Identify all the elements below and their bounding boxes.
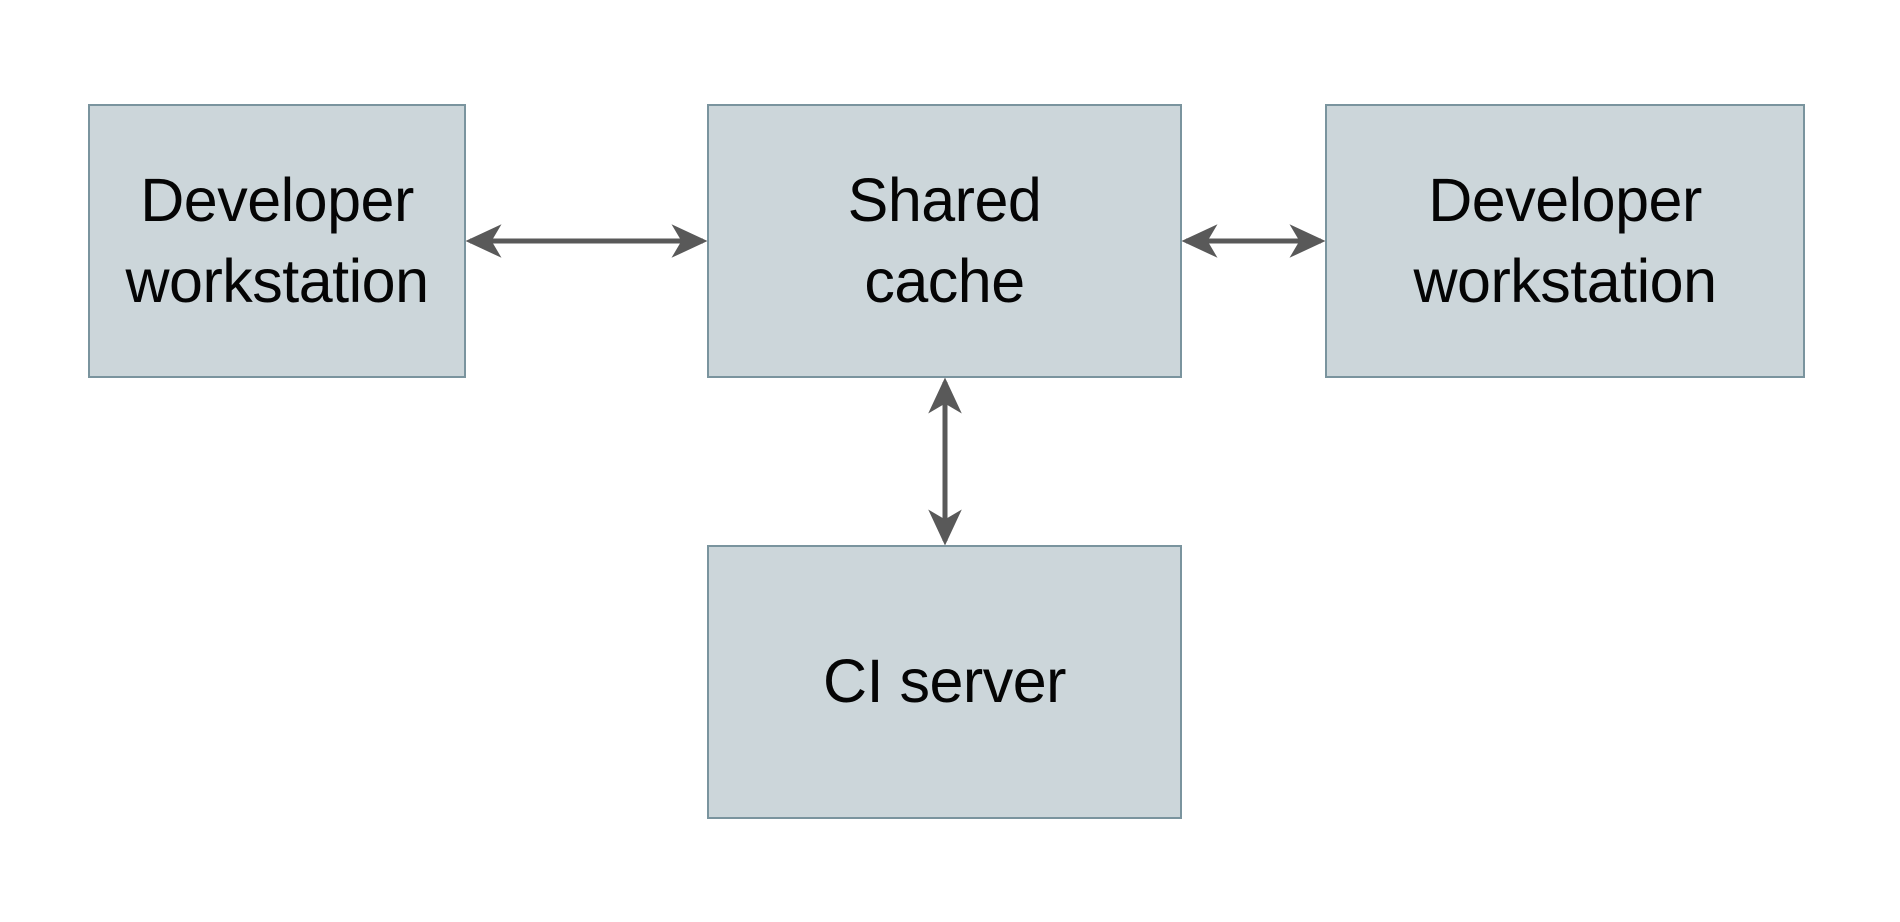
node-label: Developer workstation	[1413, 165, 1717, 315]
node-ci-server[interactable]: CI server	[707, 545, 1182, 819]
node-developer-workstation-left[interactable]: Developer workstation	[88, 104, 466, 378]
node-shared-cache[interactable]: Shared cache	[707, 104, 1182, 378]
node-label: Shared cache	[847, 165, 1042, 315]
node-developer-workstation-right[interactable]: Developer workstation	[1325, 104, 1805, 378]
node-label: CI server	[823, 647, 1066, 716]
node-label: Developer workstation	[125, 165, 429, 315]
